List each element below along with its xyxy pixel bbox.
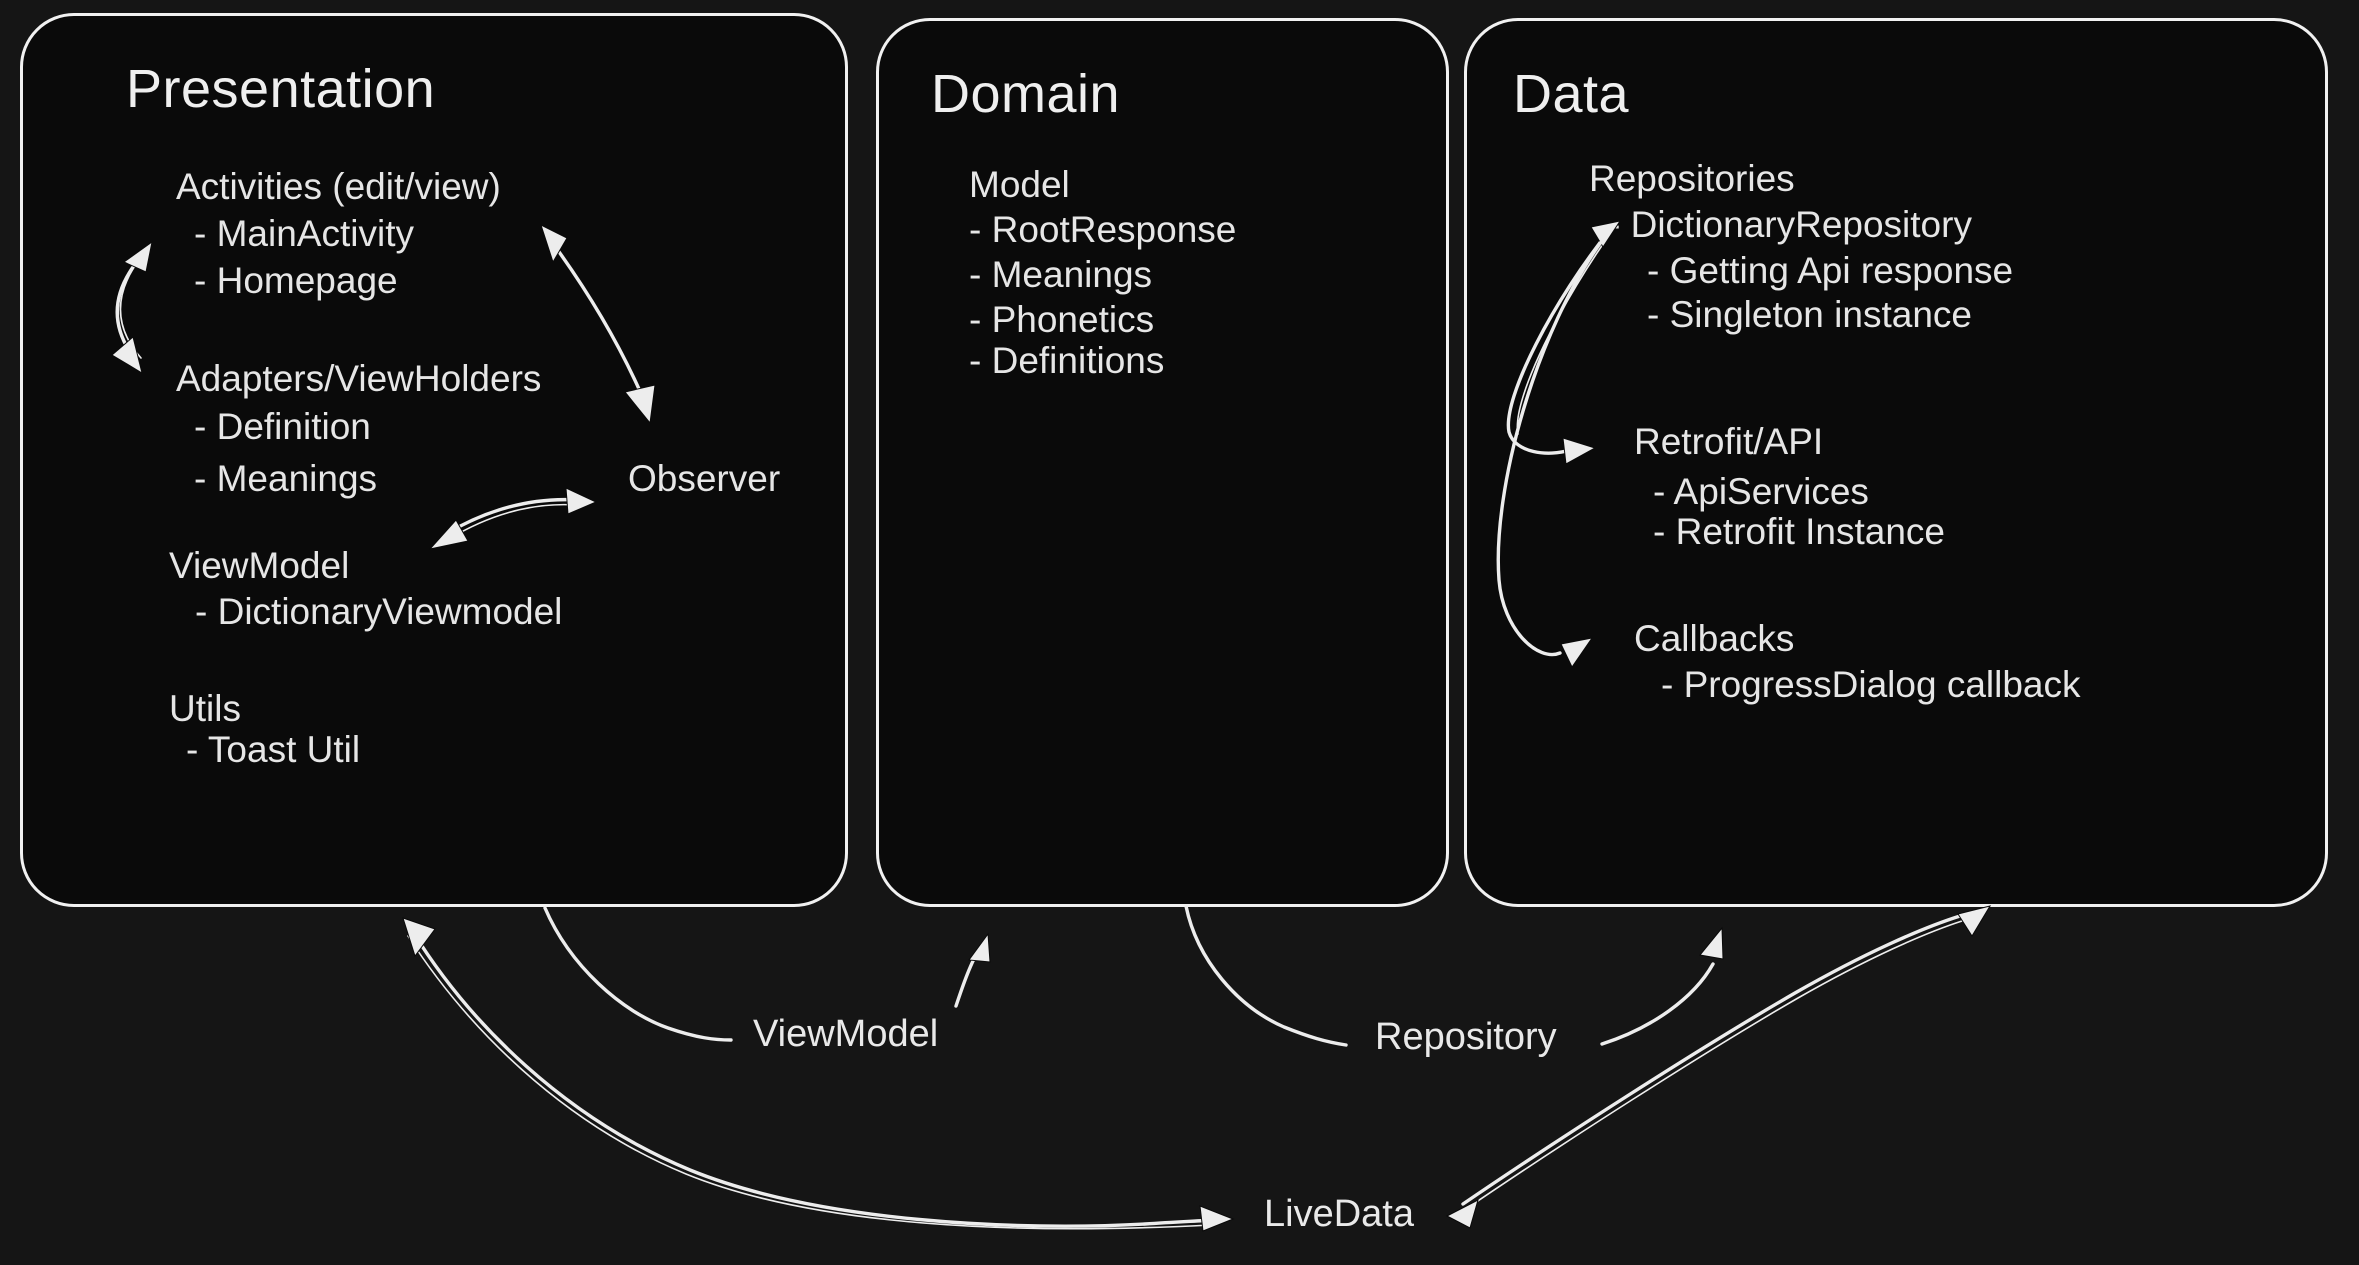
data-item-progressdialog-callback: - ProgressDialog callback [1661, 664, 2081, 705]
line-presentation-viewmodel-label [543, 906, 733, 1042]
domain-box: Domain Model - RootResponse - Meanings -… [876, 18, 1449, 907]
presentation-item-observer: Observer [628, 458, 781, 499]
data-item-singleton-instance: - Singleton instance [1647, 294, 1972, 335]
data-item-repositories: Repositories [1589, 158, 1795, 199]
arrow-retrofit-dictionary-repository [1506, 220, 1622, 465]
arrow-viewmodel-domain [954, 932, 991, 1008]
presentation-title: Presentation [126, 59, 436, 119]
presentation-item-homepage: - Homepage [194, 260, 398, 301]
presentation-item-definition: - Definition [194, 406, 371, 447]
viewmodel-connector-label: ViewModel [753, 1013, 939, 1055]
domain-item-meanings: - Meanings [969, 254, 1153, 295]
presentation-item-meanings: - Meanings [194, 458, 378, 499]
repository-connector-label: Repository [1375, 1016, 1557, 1058]
data-item-retrofit-instance: - Retrofit Instance [1653, 511, 1946, 552]
presentation-item-dictionary-viewmodel: - DictionaryViewmodel [195, 591, 563, 632]
data-item-dictionary-repository: - DictionaryRepository [1608, 204, 1972, 245]
data-item-api-services: - ApiServices [1653, 471, 1869, 512]
arrow-dictionary-repository-callbacks [1496, 236, 1606, 668]
arrow-presentation-livedata [402, 917, 1235, 1232]
presentation-item-adapters: Adapters/ViewHolders [176, 358, 542, 399]
data-item-callbacks: Callbacks [1634, 618, 1795, 659]
line-domain-repository-label [1184, 904, 1348, 1047]
arrow-repository-data [1600, 926, 1724, 1046]
data-box: Data Repositories - DictionaryRepository… [1464, 18, 2328, 907]
data-title: Data [1513, 64, 1630, 124]
data-item-retrofit-api: Retrofit/API [1634, 421, 1824, 462]
presentation-item-toast-util: - Toast Util [186, 729, 361, 770]
presentation-item-main-activity: - MainActivity [194, 213, 414, 254]
domain-item-root-response: - RootResponse [969, 209, 1237, 250]
livedata-connector-label: LiveData [1264, 1193, 1414, 1235]
data-item-getting-api-response: - Getting Api response [1647, 250, 2014, 291]
domain-item-definitions: - Definitions [969, 340, 1165, 381]
arrow-livedata-data [1445, 905, 1992, 1229]
domain-title: Domain [931, 64, 1121, 124]
presentation-item-viewmodel: ViewModel [169, 545, 350, 586]
arrow-activities-adapters [111, 240, 153, 375]
arrow-observer-viewmodel [428, 487, 598, 550]
arrow-activities-observer [540, 224, 656, 425]
domain-item-model: Model [969, 164, 1070, 205]
domain-item-phonetics: - Phonetics [969, 299, 1155, 340]
presentation-item-utils: Utils [169, 688, 241, 729]
presentation-item-activities: Activities (edit/view) [176, 166, 501, 207]
presentation-box: Presentation Activities (edit/view) - Ma… [20, 13, 848, 907]
